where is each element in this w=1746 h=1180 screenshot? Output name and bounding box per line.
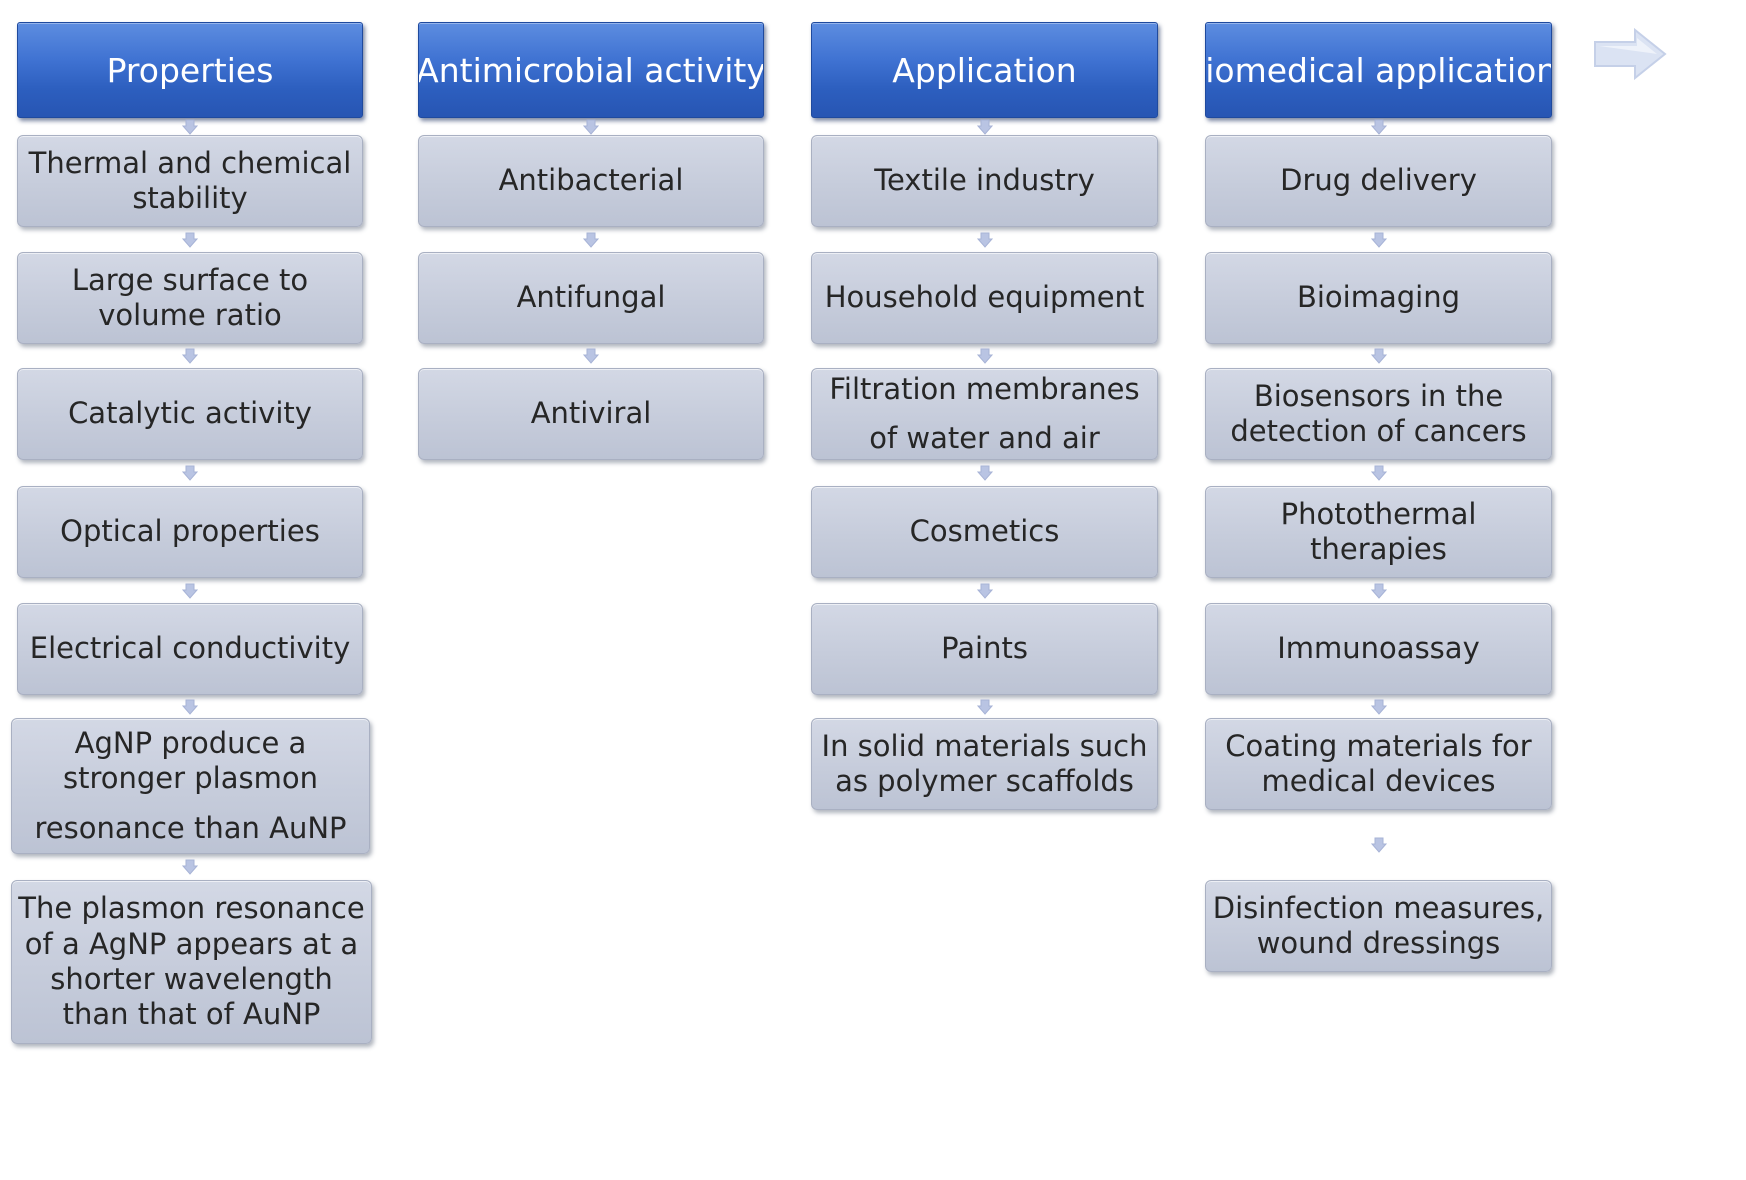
down-arrow-icon (976, 348, 993, 364)
item-optical-properties: Optical properties (17, 486, 363, 578)
item-label: The plasmon resonance of a AgNP appears … (18, 891, 365, 1032)
down-arrow-icon (182, 119, 198, 135)
item-antibacterial: Antibacterial (418, 135, 764, 227)
header-biomedical-applications: Biomedical applications (1205, 22, 1552, 118)
item-antiviral: Antiviral (418, 368, 764, 460)
down-arrow-icon (1370, 465, 1387, 481)
item-label: Optical properties (60, 514, 320, 549)
down-arrow-icon (1370, 583, 1387, 599)
item-household-equipment: Household equipment (811, 252, 1158, 344)
item-label: resonance than AuNP (34, 810, 347, 845)
down-arrow-icon (1370, 232, 1387, 248)
item-label: Antibacterial (498, 163, 684, 198)
item-filtration-membranes: Filtration membranes of water and air (811, 368, 1158, 460)
down-arrow-icon (1370, 699, 1387, 715)
down-arrow-icon (182, 348, 198, 364)
header-properties: Properties (17, 22, 363, 118)
down-arrow-icon (182, 465, 198, 481)
down-arrow-icon (182, 232, 198, 248)
item-label: Immunoassay (1277, 631, 1480, 666)
down-arrow-icon (976, 699, 993, 715)
header-application: Application (811, 22, 1158, 118)
item-label: of water and air (869, 421, 1100, 455)
item-label: Filtration membranes (829, 371, 1140, 406)
item-label: Thermal and chemical stability (28, 145, 352, 215)
item-biosensors-in-the-detection-of-cancers: Biosensors in the detection of cancers (1205, 368, 1552, 460)
item-label: Antiviral (530, 396, 652, 431)
item-label: Household equipment (824, 280, 1145, 315)
item-label: Photothermal therapies (1280, 496, 1477, 566)
item-photothermal-therapies: Photothermal therapies (1205, 486, 1552, 578)
down-arrow-icon (976, 583, 993, 599)
item-drug-delivery: Drug delivery (1205, 135, 1552, 227)
item-label: Bioimaging (1296, 280, 1461, 315)
down-arrow-icon (1370, 837, 1387, 853)
down-arrow-icon (182, 583, 198, 599)
item-electrical-conductivity: Electrical conductivity (17, 603, 363, 695)
right-arrow-icon (1589, 22, 1671, 82)
down-arrow-icon (976, 119, 993, 135)
item-label: Paints (941, 631, 1028, 666)
item-label: Antifungal (516, 280, 666, 315)
item-bioimaging: Bioimaging (1205, 252, 1552, 344)
item-the-plasmon-resonance-of-a-agnp-appears-: The plasmon resonance of a AgNP appears … (11, 880, 372, 1044)
item-label: Disinfection measures, wound dressings (1212, 890, 1545, 960)
down-arrow-icon (1370, 348, 1387, 364)
item-immunoassay: Immunoassay (1205, 603, 1552, 695)
down-arrow-icon (583, 348, 599, 364)
item-label: Electrical conductivity (29, 631, 351, 666)
item-catalytic-activity: Catalytic activity (17, 368, 363, 460)
item-label: Coating materials for medical devices (1225, 728, 1532, 798)
item-label: Drug delivery (1280, 163, 1477, 198)
item-large-surface-to-volume-ratio: Large surface to volume ratio (17, 252, 363, 344)
down-arrow-icon (1370, 119, 1387, 135)
item-label: Catalytic activity (68, 396, 312, 431)
item-agnp-produce-a-stronger-plasmon: AgNP produce a stronger plasmon resonance… (11, 718, 370, 854)
item-label: Textile industry (874, 163, 1095, 198)
item-paints: Paints (811, 603, 1158, 695)
item-label: Cosmetics (909, 514, 1060, 549)
down-arrow-icon (583, 232, 599, 248)
down-arrow-icon (182, 699, 198, 715)
item-textile-industry: Textile industry (811, 135, 1158, 227)
down-arrow-icon (182, 859, 198, 875)
header-antimicrobial-activity: Antimicrobial activity (418, 22, 764, 118)
down-arrow-icon (976, 232, 993, 248)
item-label: In solid materials such as polymer scaff… (821, 728, 1148, 798)
item-coating-materials-for-medical-devices: Coating materials for medical devices (1205, 718, 1552, 810)
item-cosmetics: Cosmetics (811, 486, 1158, 578)
item-disinfection-measures-wound-dressings: Disinfection measures, wound dressings (1205, 880, 1552, 972)
item-label: Biosensors in the detection of cancers (1230, 378, 1527, 448)
item-antifungal: Antifungal (418, 252, 764, 344)
down-arrow-icon (976, 465, 993, 481)
item-thermal-and-chemical-stability: Thermal and chemical stability (17, 135, 363, 227)
item-label: Large surface to volume ratio (71, 262, 309, 332)
item-in-solid-materials-such-as-polymer-scaff: In solid materials such as polymer scaff… (811, 718, 1158, 810)
item-label: AgNP produce a stronger plasmon (63, 725, 318, 796)
down-arrow-icon (583, 119, 599, 135)
